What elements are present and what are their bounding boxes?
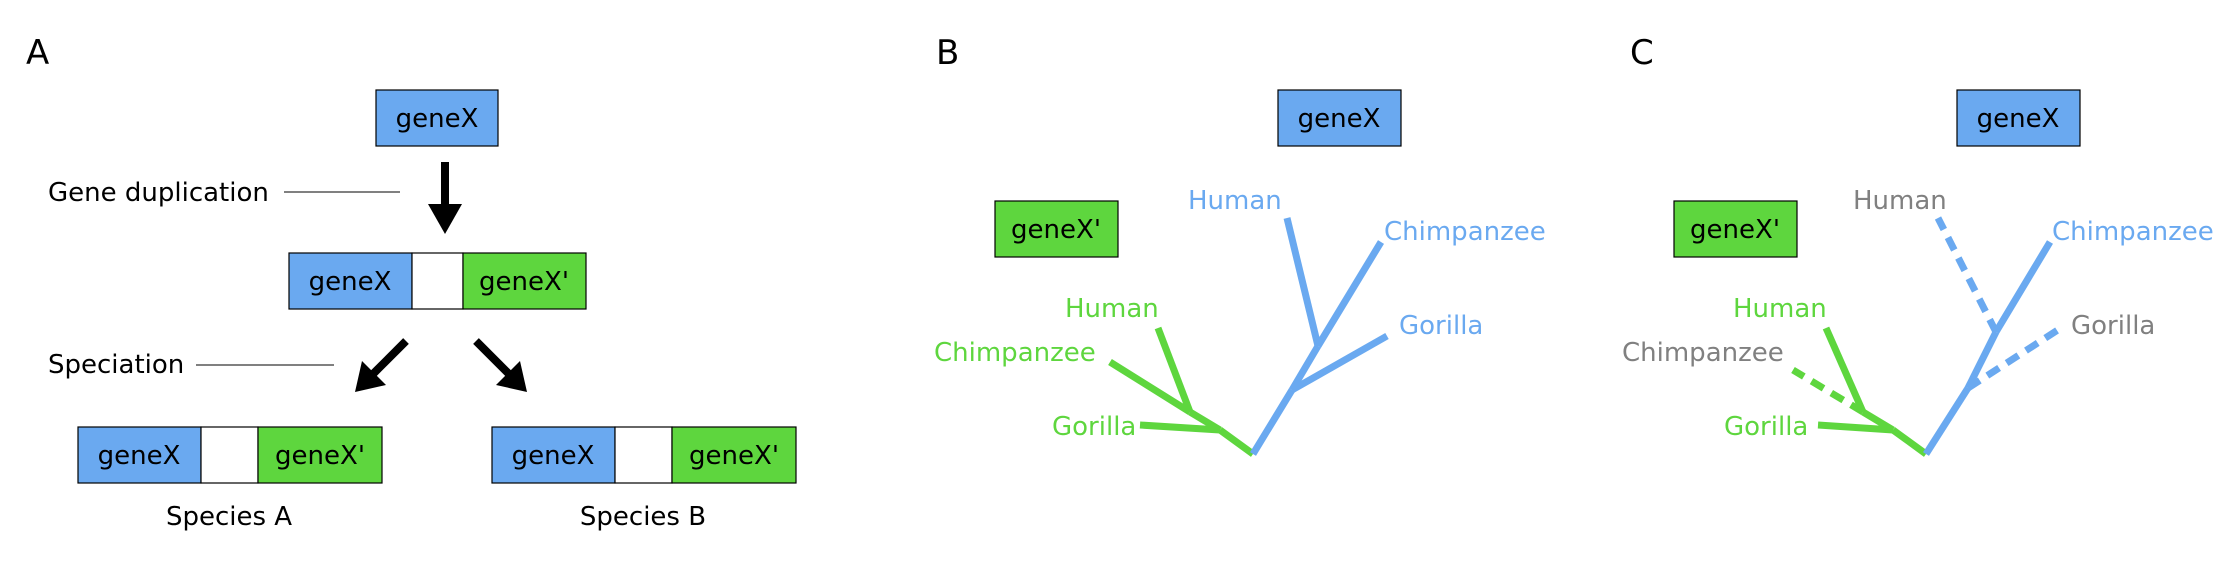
genex-label-c: geneX [1977, 104, 2060, 134]
genex-prime-box-b [994, 200, 1119, 258]
blue-branch-gorilla-b [1290, 332, 1389, 394]
blue-branch-stem-c [1923, 386, 1971, 456]
green-chimpanzee-lost-label-c: Chimpanzee [1622, 338, 1784, 368]
blue-branch-internal-b [1288, 344, 1322, 392]
genex-prime-box-species-b [671, 426, 797, 484]
species-a-label: Species A [166, 502, 292, 532]
speciation-label: Speciation [48, 350, 184, 380]
blue-tree-c [1923, 216, 2066, 456]
genex-box-b [1277, 89, 1402, 147]
spacer-box-species-a [200, 426, 259, 484]
gene-duplication-label: Gene duplication [48, 178, 269, 208]
green-branch-gorilla-c [1817, 421, 1894, 434]
blue-chimpanzee-label-c: Chimpanzee [2052, 217, 2214, 247]
blue-branch-chimpanzee-c [1992, 240, 2054, 334]
species-b-label: Species B [580, 502, 706, 532]
spacer-box-species-b [614, 426, 673, 484]
blue-branch-chimpanzee-b [1315, 240, 1384, 348]
blue-human-lost-label-c: Human [1853, 186, 1947, 216]
down-left-arrow-icon [355, 338, 409, 392]
genex-label-b: geneX [1298, 104, 1381, 134]
genex-prime-label-species-a: geneX' [275, 441, 365, 471]
green-human-label-b: Human [1065, 294, 1159, 324]
green-branch-stem-c [1890, 427, 1929, 457]
panel-letter-a: A [26, 33, 49, 73]
green-branch-chimpanzee-lost-c [1791, 366, 1865, 416]
blue-branch-stem-b [1250, 388, 1295, 456]
green-branch-gorilla-b [1139, 421, 1221, 434]
green-gorilla-label-c: Gorilla [1724, 412, 1808, 442]
green-tree-c [1791, 326, 1929, 457]
genex-prime-box-duplicated [462, 252, 587, 310]
genex-label-duplicated: geneX [309, 267, 392, 297]
green-branch-human-b [1154, 326, 1194, 414]
blue-human-label-b: Human [1188, 186, 1282, 216]
genex-box-top [375, 89, 499, 147]
green-tree-b [1108, 326, 1256, 457]
green-branch-chimpanzee-b [1108, 359, 1192, 415]
genex-box-species-a [77, 426, 202, 484]
genex-label-species-a: geneX [98, 441, 181, 471]
panel-letter-c: C [1630, 33, 1654, 73]
blue-branch-human-lost-c [1934, 216, 2000, 334]
genex-box-species-b [491, 426, 616, 484]
green-branch-stem-b [1217, 427, 1256, 457]
panel-b: B geneX geneX' Human Chimpanzee Gorilla … [934, 33, 1546, 457]
blue-gorilla-lost-label-c: Gorilla [2071, 311, 2155, 341]
green-human-label-c: Human [1733, 294, 1827, 324]
genex-prime-box-species-a [257, 426, 383, 484]
genex-prime-label-b: geneX' [1011, 215, 1101, 245]
green-gorilla-label-b: Gorilla [1052, 412, 1136, 442]
green-branch-human-c [1822, 326, 1867, 414]
blue-branch-human-b [1283, 217, 1322, 347]
down-right-arrow-icon [473, 338, 527, 392]
genex-label-species-b: geneX [512, 441, 595, 471]
genex-prime-label-species-b: geneX' [689, 441, 779, 471]
blue-chimpanzee-label-b: Chimpanzee [1384, 217, 1546, 247]
spacer-box-duplicated [411, 252, 464, 310]
blue-branch-internal-c [1964, 330, 2000, 390]
green-chimpanzee-label-b: Chimpanzee [934, 338, 1096, 368]
blue-gorilla-label-b: Gorilla [1399, 311, 1483, 341]
down-arrow-icon [428, 162, 462, 234]
genex-label-top: geneX [396, 104, 479, 134]
panel-letter-b: B [936, 33, 959, 73]
genex-box-c [1956, 89, 2081, 147]
genex-box-duplicated [288, 252, 413, 310]
blue-branch-gorilla-lost-c [1966, 323, 2066, 391]
panel-a: A geneX Gene duplication geneX geneX' Sp… [26, 33, 797, 532]
genex-prime-box-c [1673, 200, 1798, 258]
panel-c: C geneX geneX' Human Chimpanzee Gorilla … [1622, 33, 2214, 457]
blue-tree-b [1250, 217, 1389, 456]
genex-prime-label-duplicated: geneX' [479, 267, 569, 297]
genex-prime-label-c: geneX' [1690, 215, 1780, 245]
